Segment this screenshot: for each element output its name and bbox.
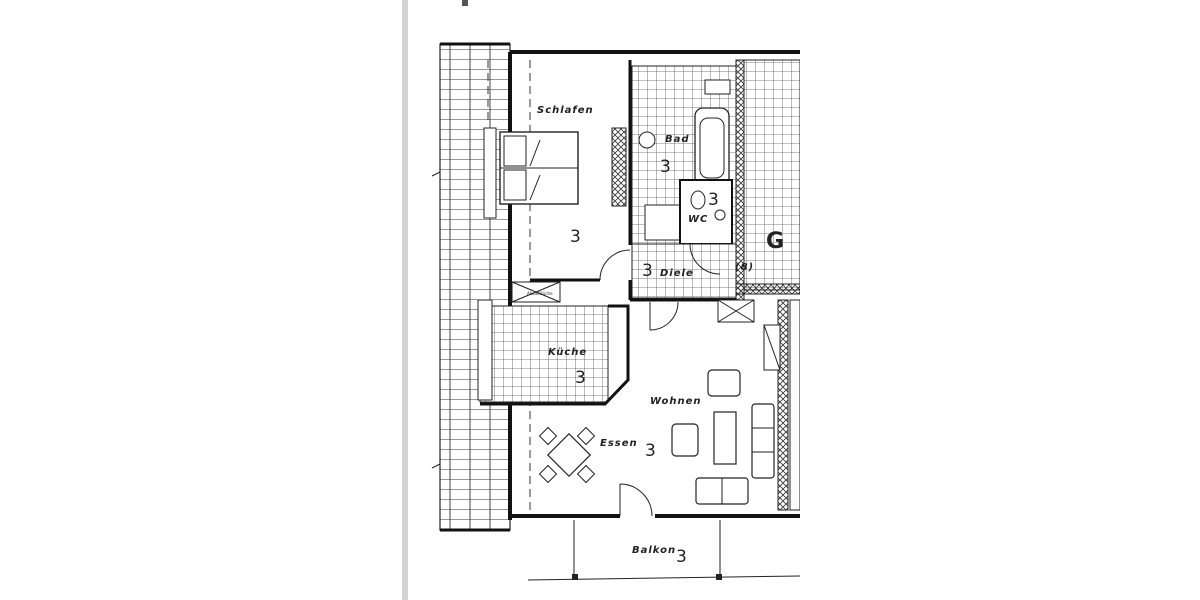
- floor-plan-viewer: Schlafen 3 Bad 3 WC 3 G (8) 3 Diele: [408, 0, 800, 600]
- hallway: 3 Diele: [631, 243, 800, 299]
- balcony: Balkon 3: [527, 520, 800, 581]
- kitchen: Abstellküche Küche 3: [477, 281, 630, 406]
- room-label-schlafen: Schlafen: [537, 105, 594, 116]
- room-label-wohnen: Wohnen: [650, 396, 702, 407]
- sofa: [751, 403, 775, 479]
- room-label-kueche: Küche: [548, 347, 587, 358]
- room-mark-diele: 3: [642, 261, 653, 281]
- pane-divider[interactable]: [402, 0, 408, 600]
- room-mark-balkon: 3: [676, 547, 687, 567]
- coffee-table: [713, 411, 737, 465]
- living-room: Wohnen: [650, 299, 800, 511]
- armchair: [671, 423, 699, 457]
- stairwell: [743, 59, 800, 291]
- room-mark-wc: 3: [708, 190, 719, 210]
- room-label-diele: Diele: [660, 268, 694, 279]
- room-label-wc: WC: [688, 214, 708, 225]
- floor-plan: Schlafen 3 Bad 3 WC 3 G (8) 3 Diele: [431, 0, 800, 581]
- armchair: [707, 369, 741, 397]
- room-mark-kueche: 3: [575, 368, 586, 388]
- room-label-abstell: Abstellküche: [527, 291, 553, 296]
- room-mark-bad: 3: [660, 157, 671, 177]
- right-blank-pane: [800, 0, 1200, 600]
- room-mark-schlafen: 3: [570, 227, 581, 247]
- room-mark-essen: 3: [645, 441, 656, 461]
- wardrobe: [611, 127, 627, 207]
- wc: WC 3: [679, 179, 733, 245]
- room-label-essen: Essen: [600, 438, 638, 449]
- room-label-balkon: Balkon: [632, 545, 676, 556]
- stair-note: (8): [735, 262, 754, 273]
- room-label-bad: Bad: [665, 134, 690, 145]
- bedroom: Schlafen 3: [483, 105, 627, 247]
- dining-table: [546, 432, 592, 478]
- roof-strip: [439, 43, 511, 531]
- left-blank-pane: [0, 0, 402, 600]
- section-letter: G: [766, 229, 784, 254]
- dining-area: Essen 3: [538, 426, 656, 484]
- outer-walls: [508, 50, 800, 520]
